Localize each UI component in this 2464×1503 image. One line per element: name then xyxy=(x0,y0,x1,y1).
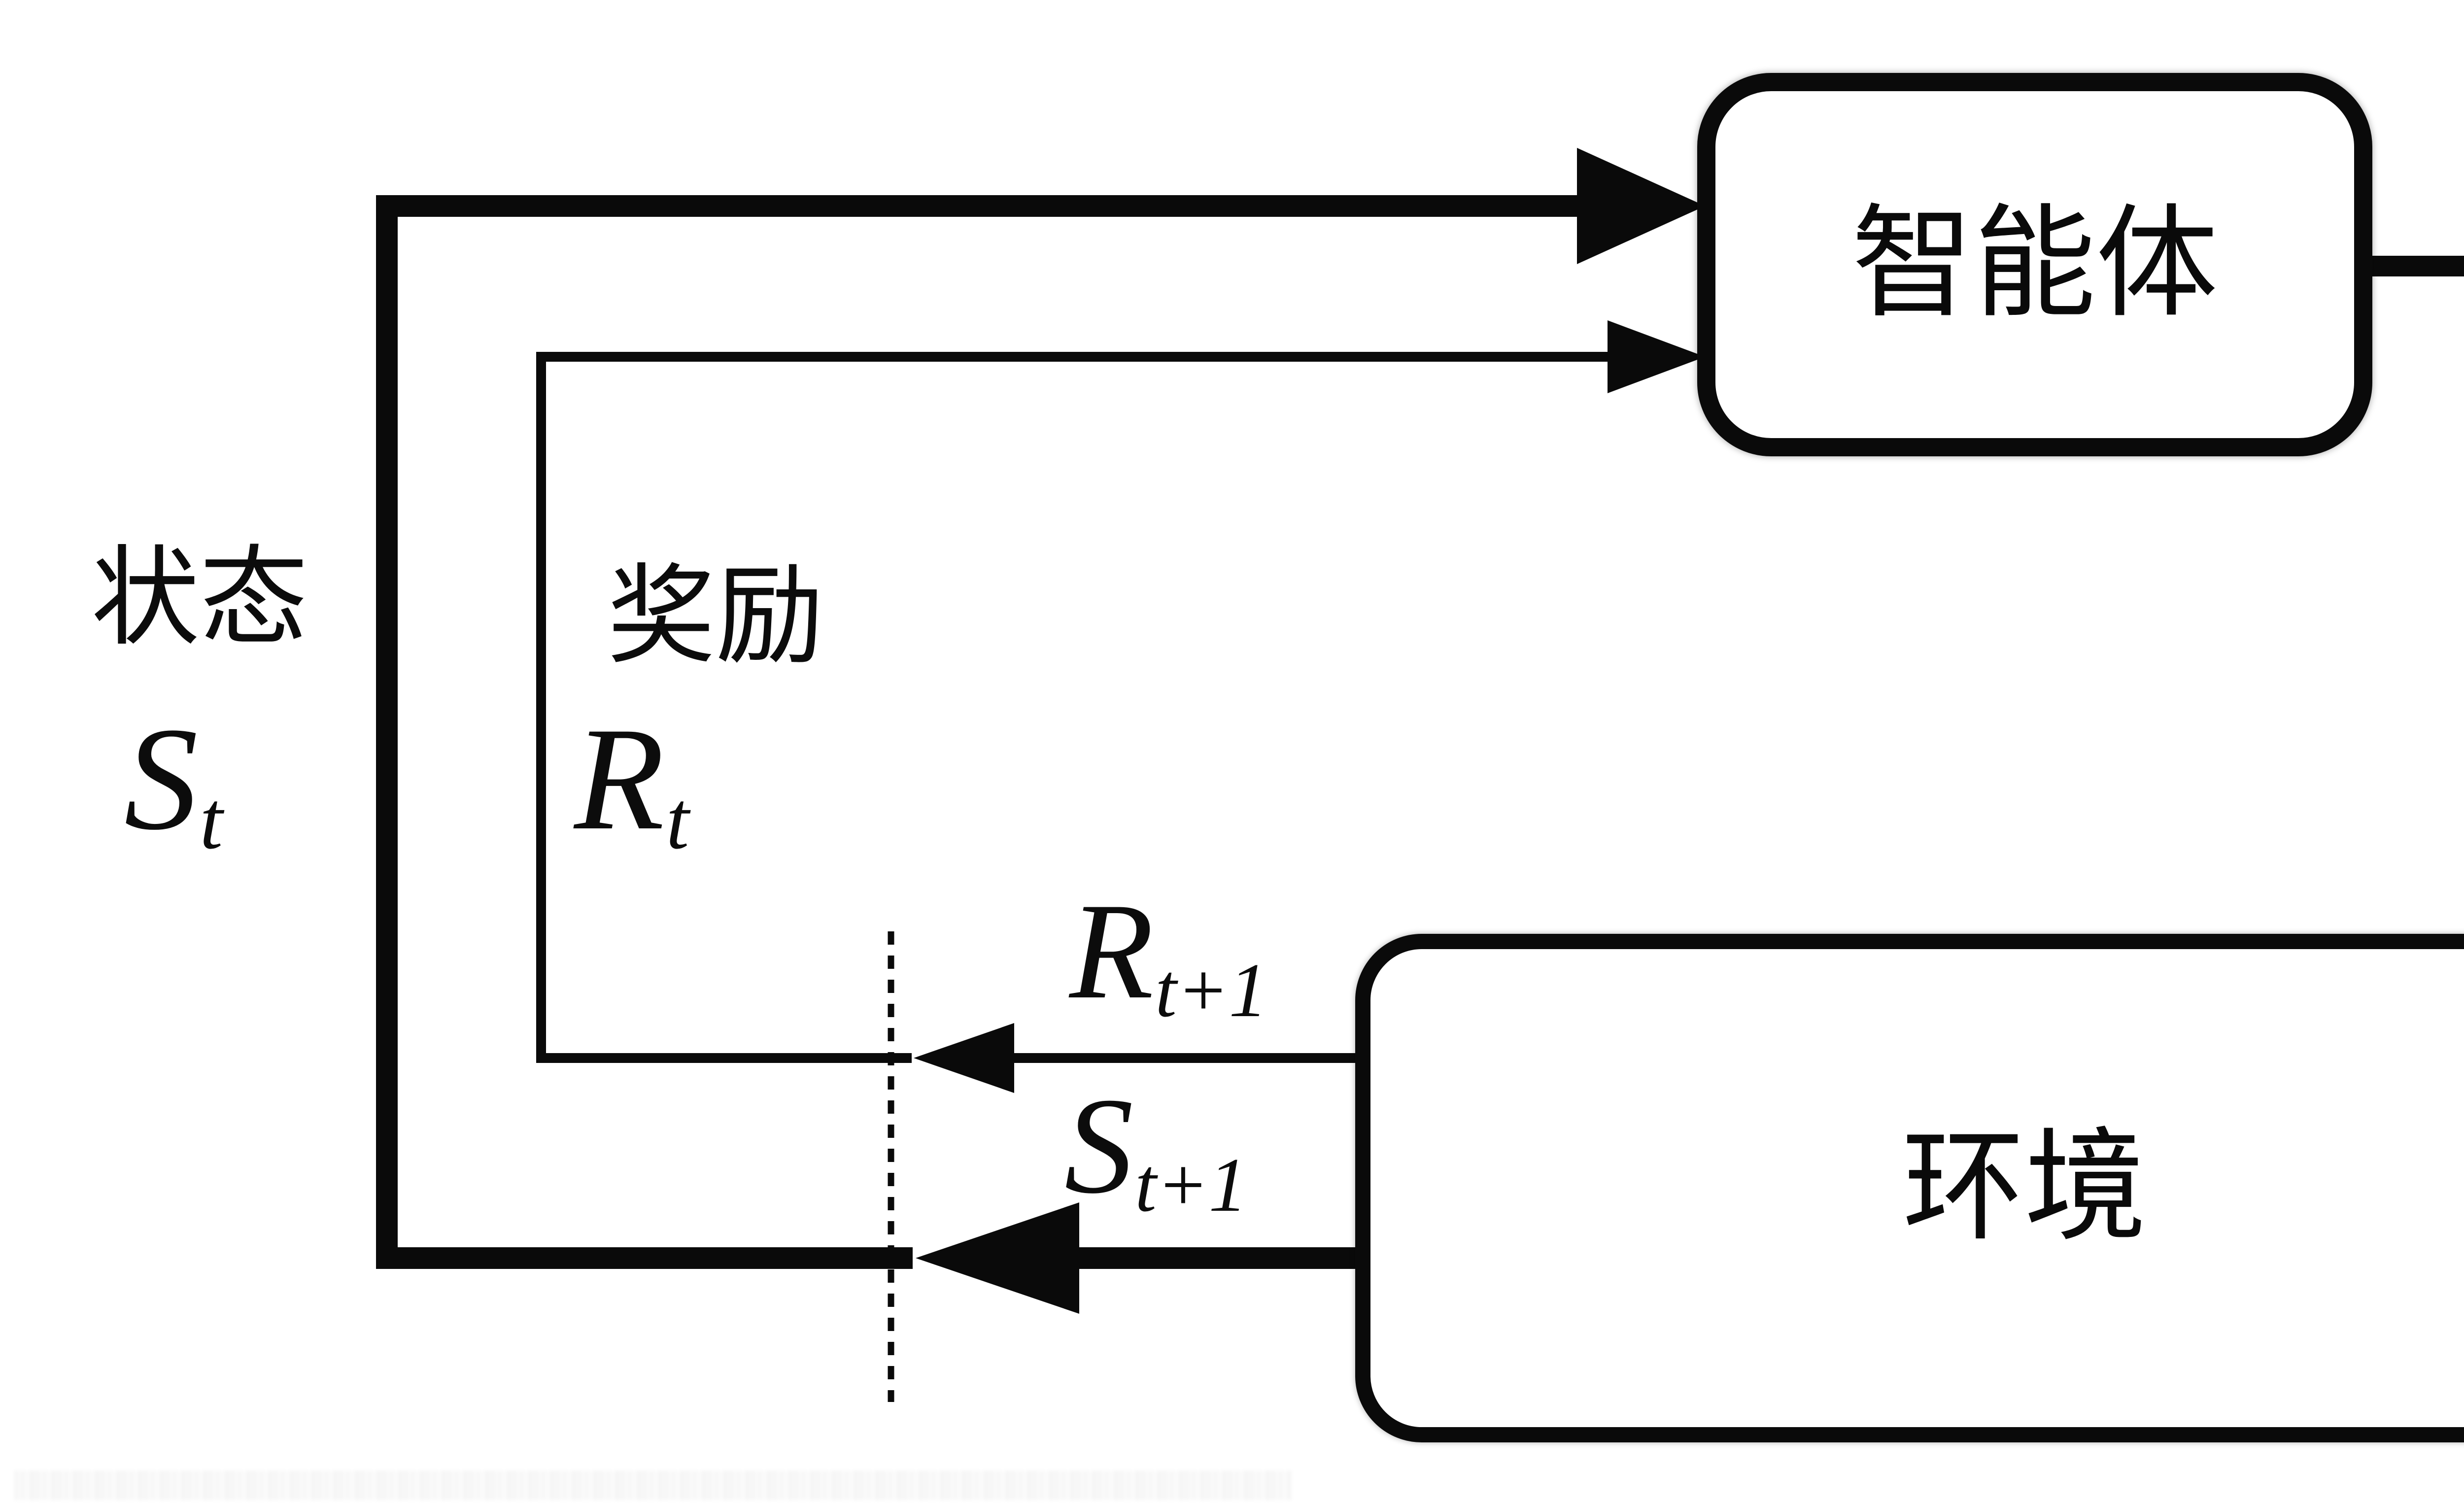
reward-next-subscript: t+1 xyxy=(1155,947,1267,1033)
state-symbol-subscript: t xyxy=(200,775,223,867)
reward-next-symbol: Rt+1 xyxy=(1069,882,1267,1029)
cropped-caption-remnant xyxy=(15,1470,1291,1500)
state-symbol-base: S xyxy=(124,697,198,860)
state-arrowhead-into-agent xyxy=(1577,148,1705,264)
reward-symbol-subscript: t xyxy=(666,775,689,867)
agent-box: 智能体 xyxy=(1697,73,2372,456)
agent-box-label: 智能体 xyxy=(1851,197,2218,332)
environment-box-label: 环境 xyxy=(1902,1120,2147,1256)
reward-symbol-base: R xyxy=(574,697,665,860)
state-symbol: St xyxy=(124,705,223,862)
environment-box: 环境 xyxy=(1355,934,2464,1442)
state-next-base: S xyxy=(1064,1069,1133,1222)
reward-next-base: R xyxy=(1069,874,1154,1027)
reward-loop-line xyxy=(536,352,1610,1063)
reward-label: 奖励 xyxy=(607,557,824,677)
reward-arrowhead-at-timestep xyxy=(914,1023,1014,1093)
reward-arrowhead-into-agent xyxy=(1608,320,1705,393)
state-label: 状态 xyxy=(91,539,308,659)
state-next-symbol: St+1 xyxy=(1064,1077,1247,1224)
state-arrowhead-at-timestep xyxy=(916,1202,1079,1314)
state-next-subscript: t+1 xyxy=(1135,1141,1247,1228)
reward-symbol: Rt xyxy=(574,705,689,862)
state-loop-line xyxy=(376,195,1579,1269)
